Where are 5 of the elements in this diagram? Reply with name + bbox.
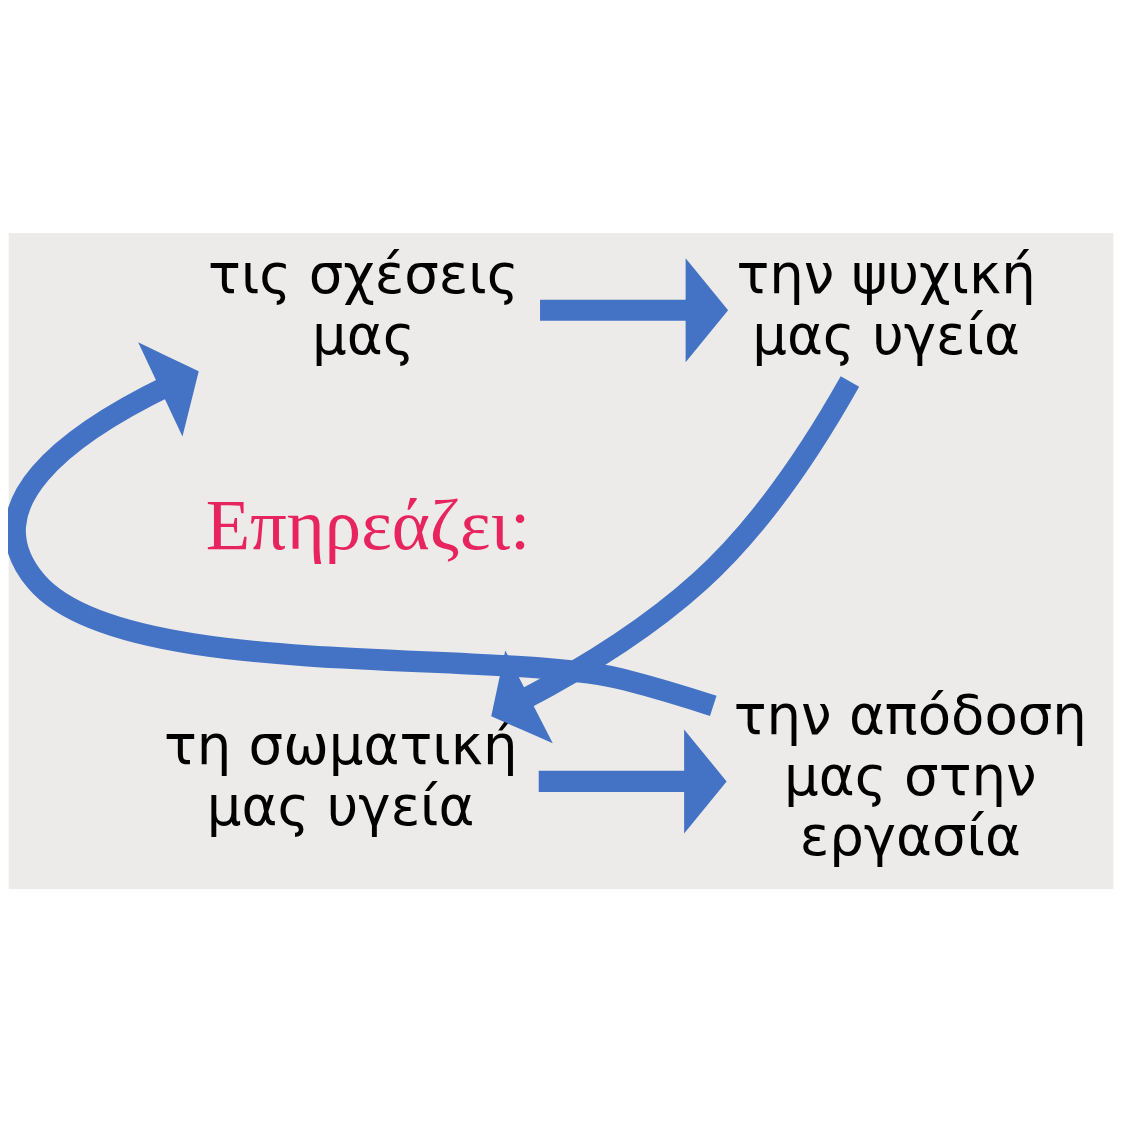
node-text: την ψυχική μας υγεία (736, 241, 1036, 367)
node-text: τις σχέσεις μας (208, 241, 519, 367)
label: Επηρεάζει: (205, 483, 531, 565)
node-text: την απόδοση μας στην εργασία (733, 682, 1087, 868)
node-text: τη σωματική μας υγεία (163, 712, 518, 838)
